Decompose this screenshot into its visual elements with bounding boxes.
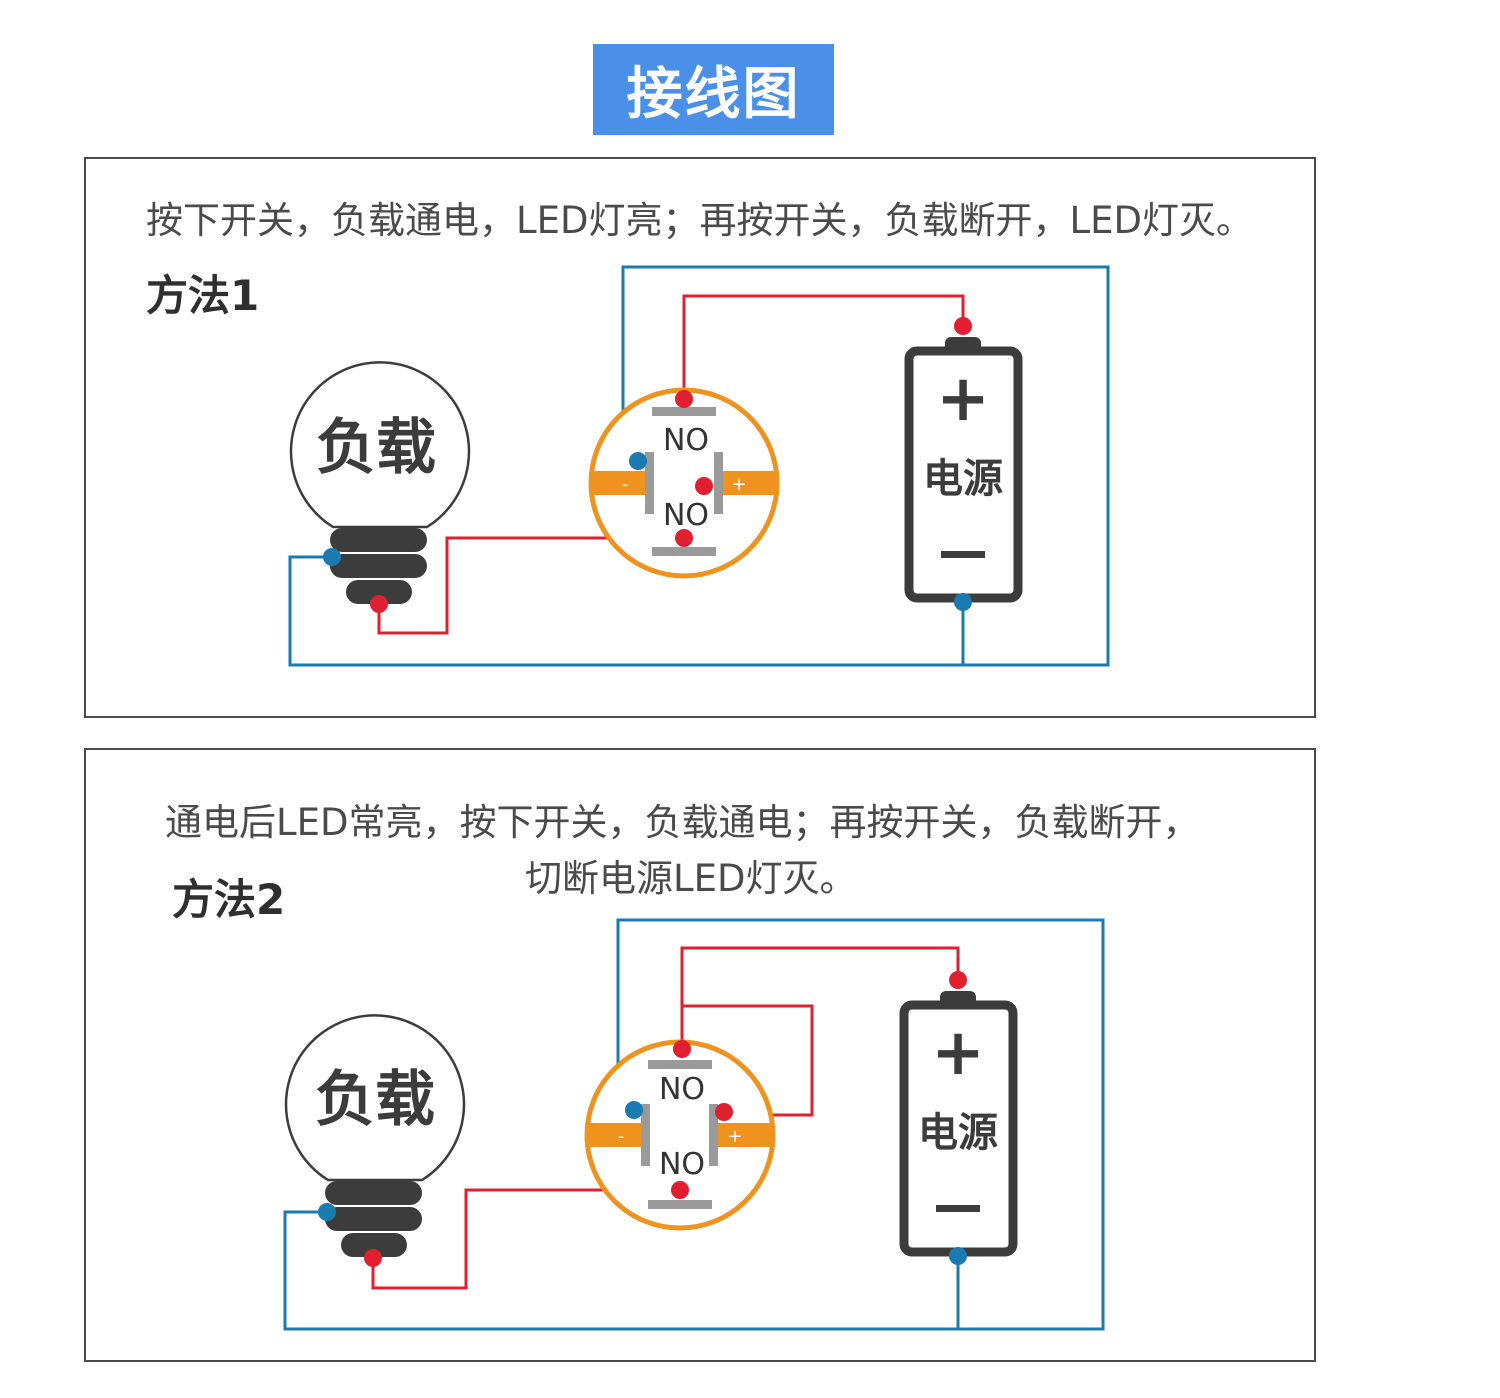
method1-terminal-battery-negative (954, 593, 972, 611)
method1-title: 方法1 (146, 271, 260, 320)
method1-battery-plus: + (936, 362, 990, 436)
method1-diagram: 负载 - + NO NO + 电源 (288, 265, 1110, 667)
method1-switch-no-bottom: NO (663, 498, 709, 533)
method1-power-label: 电源 (923, 456, 1003, 502)
method2-title: 方法2 (172, 875, 286, 924)
method2-red-wire-top (680, 946, 960, 1049)
method1-terminals (323, 317, 972, 613)
method1-load-bulb: 负载 (289, 361, 471, 604)
method1-terminal-switch-top (675, 390, 693, 408)
method1-terminal-bulb-bottom (370, 595, 388, 613)
method2-diagram: 负载 - + NO NO + 电源 (283, 918, 1105, 1331)
method1-load-label: 负载 (316, 413, 436, 483)
method1-terminal-switch-right (695, 477, 713, 495)
method2-terminal-battery-negative (949, 1247, 967, 1265)
method1-switch-no-top: NO (663, 423, 709, 458)
method2-terminal-switch-top (673, 1040, 691, 1058)
method1-terminal-battery-positive (954, 317, 972, 335)
method2-power-label: 电源 (918, 1110, 998, 1156)
method2-battery-plus: + (931, 1016, 985, 1090)
method2-battery-minus (936, 1205, 980, 1212)
method2-terminals (318, 971, 967, 1267)
method1-power-battery: + 电源 (904, 337, 1023, 603)
method2-switch-no-bottom: NO (659, 1147, 705, 1182)
method2-switch-plus: + (727, 1126, 742, 1147)
method2-terminal-switch-right (715, 1103, 733, 1121)
method1-battery-minus (941, 551, 985, 558)
method2-terminal-bulb-side (318, 1203, 336, 1221)
page-title: 接线图 (593, 44, 834, 135)
method2-switch-minus: - (618, 1126, 625, 1147)
method2-terminal-switch-bottom (671, 1181, 689, 1199)
method2-red-wire-bottom (371, 1188, 680, 1290)
method1-switch-plus: + (731, 474, 746, 495)
method1-red-wire-top (682, 294, 965, 399)
method2-switch: - + NO NO (584, 1039, 776, 1231)
method1-terminal-switch-bottom (675, 529, 693, 547)
method2-terminal-switch-left (625, 1101, 643, 1119)
method1-description: 按下开关，负载通电，LED灯亮；再按开关，负载断开，LED灯灭。 (146, 199, 1253, 242)
method2-switch-no-top: NO (659, 1072, 705, 1107)
method1-switch: - + NO NO (588, 387, 780, 579)
method2-terminal-battery-positive (949, 971, 967, 989)
method1-terminal-switch-left (629, 452, 647, 470)
method2-description-line2: 切断电源LED灯灭。 (525, 857, 857, 900)
method2-load-bulb: 负载 (284, 1014, 466, 1257)
method1-switch-minus: - (622, 474, 629, 495)
method1-terminal-bulb-side (323, 548, 341, 566)
method2-power-battery: + 电源 (899, 991, 1018, 1257)
method2-load-label: 负载 (315, 1065, 435, 1135)
method2-description-line1: 通电后LED常亮，按下开关，负载通电；再按开关，负载断开， (165, 801, 1200, 844)
method2-terminal-bulb-bottom (364, 1249, 382, 1267)
method1-red-wire-bottom (377, 536, 684, 635)
